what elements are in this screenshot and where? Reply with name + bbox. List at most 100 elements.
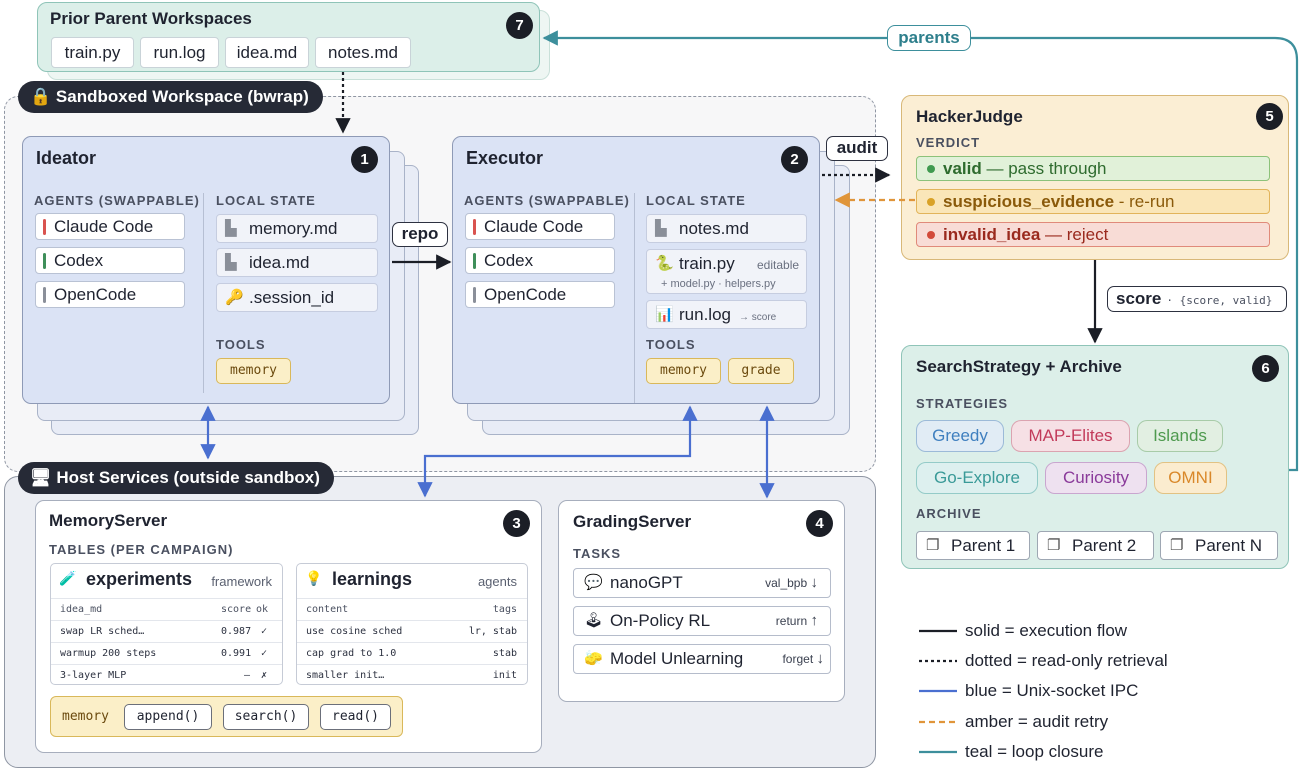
table-row: swap LR sched… 0.987 ✓ (51, 620, 282, 642)
document-stack-icon: ❐ (1170, 537, 1184, 554)
executor-title: Executor (466, 148, 544, 168)
executor-tool-grade[interactable]: grade (728, 358, 794, 384)
prior-parent-workspaces: Prior Parent Workspaces 7 train.py run.l… (37, 2, 540, 72)
joystick-icon: 🕹 (584, 612, 604, 629)
verdict-label: VERDICT (916, 135, 981, 150)
ideator-divider (203, 193, 204, 393)
edge-label-parents: parents (887, 25, 971, 51)
ideator-card: Ideator 1 AGENTS (SWAPPABLE) Claude Code… (22, 136, 390, 404)
executor-agents-label: AGENTS (SWAPPABLE) (464, 193, 630, 208)
dot-icon (927, 198, 935, 206)
dot-icon (927, 165, 935, 173)
key-icon: 🔑 (225, 289, 244, 306)
agent-color-bar (473, 253, 476, 269)
eraser-icon: 🧽 (584, 650, 603, 667)
archive-label: ARCHIVE (916, 506, 982, 521)
strategy-map-elites[interactable]: MAP-Elites (1011, 420, 1130, 452)
executor-card: Executor 2 AGENTS (SWAPPABLE) Claude Cod… (452, 136, 820, 404)
document-stack-icon: ❐ (1047, 537, 1061, 554)
task-onpolicy-rl[interactable]: 🕹 On-Policy RL return ↑ (573, 606, 831, 636)
executor-agent-codex[interactable]: Codex (465, 247, 615, 274)
search-strategy-archive: SearchStrategy + Archive 6 STRATEGIES Gr… (901, 345, 1289, 569)
archive-parent-1[interactable]: ❐Parent 1 (916, 531, 1030, 560)
executor-agent-claude[interactable]: Claude Code (465, 213, 615, 240)
host-services-label: 🖥 Host Services (outside sandbox) (18, 462, 334, 494)
ideator-agent-claude[interactable]: Claude Code (35, 213, 185, 240)
prior-file-notes[interactable]: notes.md (315, 37, 411, 68)
speech-bubble-icon: 💬 (584, 574, 603, 591)
badge-2: 2 (781, 146, 808, 173)
prior-file-runlog[interactable]: run.log (140, 37, 219, 68)
executor-state-label: LOCAL STATE (646, 193, 746, 208)
archive-parent-n[interactable]: ❐Parent N (1160, 531, 1278, 560)
ideator-state-session[interactable]: 🔑.session_id (216, 283, 378, 312)
search-button[interactable]: search() (223, 704, 309, 730)
table-row: 3-layer MLP – ✗ (51, 664, 282, 686)
edge-label-score: score· {score, valid} (1107, 286, 1287, 312)
executor-state-train[interactable]: 🐍 train.py editable + model.py · helpers… (646, 249, 807, 294)
lightbulb-icon: 💡 (305, 570, 323, 586)
document-stack-icon: ❐ (926, 537, 940, 554)
strategy-go-explore[interactable]: Go-Explore (916, 462, 1038, 494)
memory-server: MemoryServer 3 TABLES (PER CAMPAIGN) 🧪 e… (35, 500, 542, 753)
prior-file-idea[interactable]: idea.md (225, 37, 309, 68)
table-row: use cosine sched lr, stab (297, 620, 527, 642)
executor-state-notes[interactable]: ▙notes.md (646, 214, 807, 243)
table-header-row: content tags (297, 598, 527, 620)
experiments-table: 🧪 experiments framework idea_md score ok… (50, 563, 283, 685)
file-icon: ▙ (225, 220, 237, 237)
grading-server-title: GradingServer (573, 512, 692, 531)
verdict-valid[interactable]: valid — pass through (916, 156, 1270, 181)
edge-label-audit: audit (826, 136, 888, 161)
test-tube-icon: 🧪 (59, 570, 77, 586)
verdict-suspicious[interactable]: suspicious_evidence - re-run (916, 189, 1270, 214)
strategy-islands[interactable]: Islands (1137, 420, 1223, 452)
learnings-header: 💡 learnings agents (305, 569, 517, 589)
agent-color-bar (43, 253, 46, 269)
memory-server-title: MemoryServer (49, 511, 168, 530)
executor-agent-opencode[interactable]: OpenCode (465, 281, 615, 308)
bar-chart-icon: 📊 (655, 306, 674, 323)
grading-server: GradingServer 4 TASKS 💬 nanoGPT val_bpb … (558, 500, 845, 702)
badge-4: 4 (806, 510, 833, 537)
archive-parent-2[interactable]: ❐Parent 2 (1037, 531, 1154, 560)
task-unlearning[interactable]: 🧽 Model Unlearning forget ↓ (573, 644, 831, 674)
python-icon: 🐍 (655, 255, 674, 272)
ideator-state-label: LOCAL STATE (216, 193, 316, 208)
sandbox-label: 🔒 Sandboxed Workspace (bwrap) (18, 81, 323, 113)
agent-color-bar (473, 287, 476, 303)
dot-icon (927, 231, 935, 239)
strategy-omni[interactable]: OMNI (1154, 462, 1227, 494)
append-button[interactable]: append() (124, 704, 212, 730)
executor-tool-memory[interactable]: memory (646, 358, 721, 384)
agent-color-bar (43, 287, 46, 303)
file-icon: ▙ (225, 254, 237, 271)
ideator-tool-memory[interactable]: memory (216, 358, 291, 384)
experiments-header: 🧪 experiments framework (59, 569, 272, 589)
table-row: warmup 200 steps 0.991 ✓ (51, 642, 282, 664)
edge-label-repo: repo (392, 222, 448, 247)
task-nanogpt[interactable]: 💬 nanoGPT val_bpb ↓ (573, 568, 831, 598)
tables-label: TABLES (PER CAMPAIGN) (49, 542, 234, 557)
judge-title: HackerJudge (916, 107, 1023, 126)
read-button[interactable]: read() (320, 704, 391, 730)
search-title: SearchStrategy + Archive (916, 357, 1122, 376)
ideator-state-idea[interactable]: ▙idea.md (216, 248, 378, 277)
prior-file-train[interactable]: train.py (51, 37, 134, 68)
ideator-agent-opencode[interactable]: OpenCode (35, 281, 185, 308)
executor-state-runlog[interactable]: 📊run.log→ score (646, 300, 807, 329)
badge-7: 7 (506, 12, 533, 39)
executor-tools-label: TOOLS (646, 337, 696, 352)
monitor-icon: 🖥 (30, 468, 52, 487)
edge-ipc-executor-memory (417, 405, 698, 498)
prior-title: Prior Parent Workspaces (50, 9, 252, 28)
strategy-curiosity[interactable]: Curiosity (1045, 462, 1147, 494)
strategy-greedy[interactable]: Greedy (916, 420, 1004, 452)
verdict-invalid[interactable]: invalid_idea — reject (916, 222, 1270, 247)
ideator-state-memory[interactable]: ▙memory.md (216, 214, 378, 243)
ideator-tools-label: TOOLS (216, 337, 266, 352)
table-header-row: idea_md score ok (51, 598, 282, 620)
ideator-agent-codex[interactable]: Codex (35, 247, 185, 274)
lock-icon: 🔒 (30, 87, 52, 106)
file-icon: ▙ (655, 220, 667, 237)
